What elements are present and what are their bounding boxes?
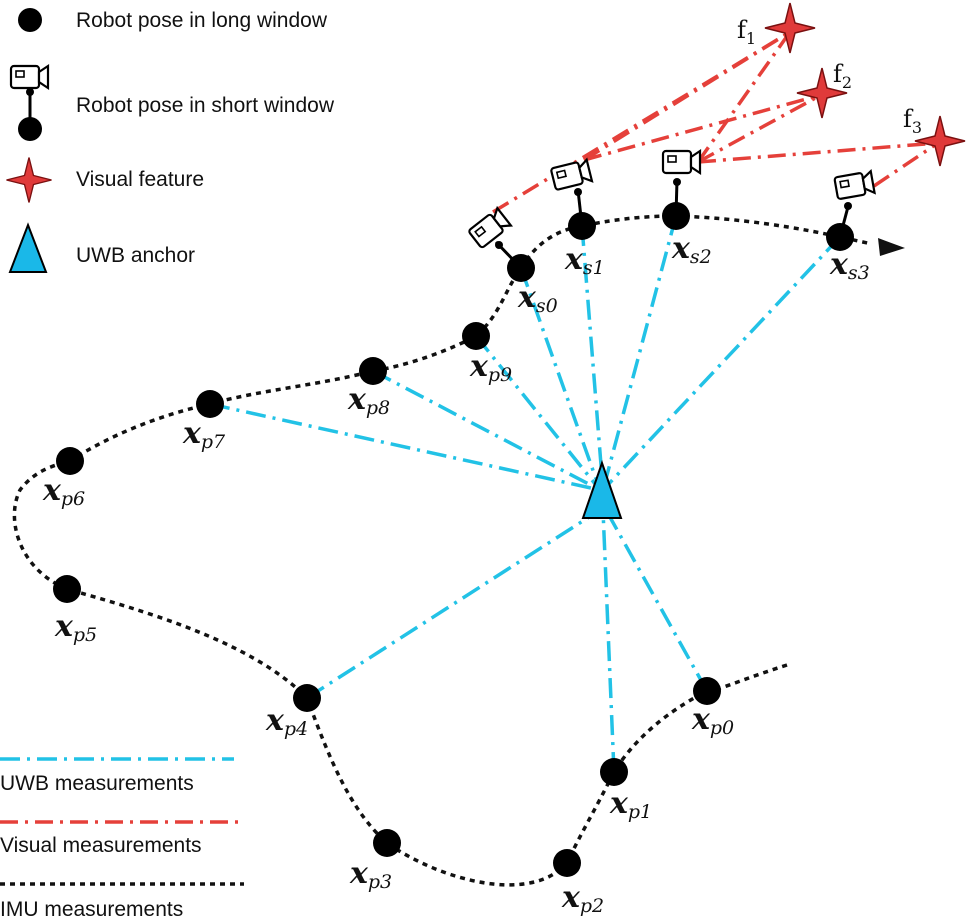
- uwb-line-s2: [601, 215, 678, 491]
- pose-label-p2: xp2: [561, 880, 604, 917]
- uwb-line-s3: [601, 235, 842, 492]
- feature-f1-star-icon: [764, 2, 816, 54]
- feature-f3-label: f3: [903, 105, 922, 137]
- pose-node-p2: [553, 849, 581, 877]
- uwb-anchor-icon: [581, 459, 623, 519]
- pose-node-p0: [693, 677, 721, 705]
- pose-nodes: [53, 202, 854, 877]
- imu-trajectory: [12, 214, 873, 887]
- legend-visual-feature-label: Visual feature: [76, 168, 204, 191]
- pose-node-p5: [53, 575, 81, 603]
- legend-uwb-anchor-label: UWB anchor: [76, 244, 195, 267]
- pose-node-p9: [462, 322, 490, 350]
- legend-uwb-measurements-label: UWB measurements: [0, 772, 194, 795]
- uwb-line-s1: [580, 225, 605, 491]
- pose-label-p3: xp3: [349, 856, 392, 893]
- legend-pose-dot-icon: [18, 8, 42, 32]
- pose-label-p0: xp0: [691, 702, 734, 739]
- pose-label-s0: xs0: [517, 280, 558, 317]
- pose-label-p9: xp9: [469, 349, 512, 386]
- pose-node-s2: [662, 202, 690, 230]
- visual-line-c2-f3: [697, 141, 939, 164]
- pose-label-s1: xs1: [564, 242, 605, 279]
- trajectory-arrow-icon: [878, 238, 905, 256]
- pose-node-p6: [56, 447, 84, 475]
- pose-node-s3: [826, 223, 854, 251]
- uwb-line-p7: [209, 402, 601, 492]
- legend-star-icon: [5, 156, 53, 204]
- visual-line-c2-f1: [696, 30, 792, 164]
- pose-node-p3: [373, 829, 401, 857]
- feature-f2-label: f2: [833, 60, 852, 92]
- uwb-line-p8: [372, 369, 601, 492]
- pose-label-s3: xs3: [829, 247, 870, 284]
- imu-path-main: [12, 214, 873, 887]
- pose-node-p4: [293, 684, 321, 712]
- pose-label-p6: xp6: [42, 473, 85, 510]
- uwb-line-p0: [604, 509, 709, 692]
- pose-label-s2: xs2: [671, 231, 712, 268]
- legend-imu-measurements-label: IMU measurements: [0, 898, 183, 920]
- pose-labels: xp0 xp1 xp2 xp3 xp4 xp5 xp6 xp7 xp8 xp9 …: [42, 231, 870, 917]
- visual-line-c2-f2: [697, 93, 822, 164]
- uwb-measurement-lines: [209, 215, 842, 773]
- visual-measurement-lines: [492, 30, 939, 214]
- pose-label-p8: xp8: [347, 382, 390, 419]
- legend-triangle-icon: [8, 222, 48, 273]
- pose-node-p8: [359, 357, 387, 385]
- feature-f3-star-icon: [914, 115, 966, 167]
- pose-label-p7: xp7: [182, 416, 226, 453]
- pose-label-p1: xp1: [609, 786, 652, 823]
- feature-f1-label: f1: [737, 16, 756, 48]
- legend-long-window-label: Robot pose in long window: [76, 9, 328, 32]
- pose-node-p7: [196, 390, 224, 418]
- pose-label-p4: xp4: [265, 703, 308, 740]
- pose-node-p1: [600, 758, 628, 786]
- measurement-legend: UWB measurements Visual measurements IMU…: [0, 757, 244, 920]
- visual-features: f1 f2 f3: [737, 2, 966, 167]
- pose-node-s1: [568, 212, 596, 240]
- uwb-line-p9: [474, 334, 602, 492]
- symbol-legend: Robot pose in long window Robot pose in …: [5, 8, 335, 273]
- legend-visual-measurements-label: Visual measurements: [0, 834, 202, 857]
- uwb-line-s0: [519, 267, 602, 491]
- pose-label-p5: xp5: [54, 609, 97, 646]
- uwb-line-p4: [306, 508, 601, 700]
- visual-line-c1-f2: [583, 93, 822, 162]
- pose-node-s0: [507, 254, 535, 282]
- legend-short-window-label: Robot pose in short window: [76, 94, 335, 117]
- legend-camera-pose-icon: [9, 64, 50, 141]
- visual-line-c3-f3: [873, 141, 939, 188]
- visual-line-c1-f1: [583, 30, 791, 162]
- uwb-line-p1: [601, 509, 616, 773]
